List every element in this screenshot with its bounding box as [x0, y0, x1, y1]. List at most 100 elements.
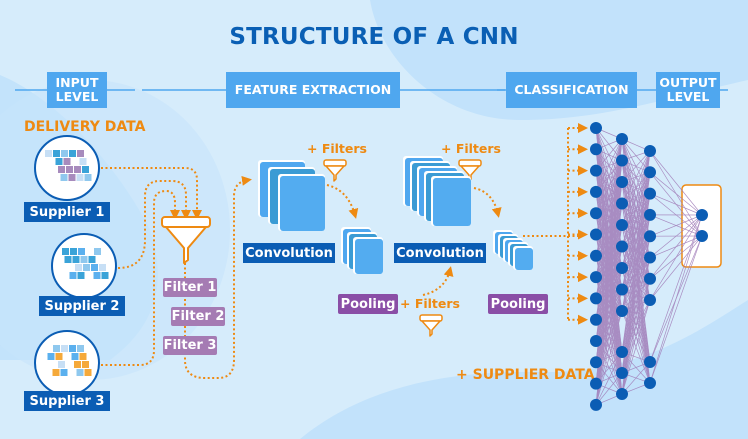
mosaic-cell	[45, 345, 52, 352]
conv1-stack	[258, 160, 325, 231]
mosaic-cell	[71, 158, 79, 165]
convolution-label-2: Convolution	[394, 243, 486, 263]
mosaic-cell	[77, 150, 84, 157]
mosaic-cell	[78, 248, 85, 255]
network-node	[644, 251, 656, 264]
network-node	[644, 145, 656, 157]
pooling-label-2: Pooling	[488, 294, 548, 314]
network-edges	[595, 127, 703, 406]
network-input-arrows	[567, 123, 588, 325]
feature-map-stacks	[258, 156, 533, 274]
network-edge	[649, 214, 703, 258]
network-edge	[595, 246, 623, 405]
mosaic-cell	[69, 272, 77, 279]
funnel-body	[421, 320, 441, 337]
network-edge	[595, 138, 623, 299]
header-feature-extraction: FEATURE EXTRACTION	[226, 72, 400, 108]
supplier-flow-lines	[101, 167, 582, 379]
mosaic-cell	[74, 166, 81, 173]
mosaic-cell	[72, 256, 80, 263]
network-node	[696, 209, 708, 221]
mosaic-cell	[55, 158, 63, 165]
mosaic-cell	[53, 345, 60, 352]
network-edge	[621, 150, 651, 353]
mosaic-cell	[52, 369, 60, 376]
mosaic-cell	[76, 369, 84, 376]
network-node	[644, 208, 656, 221]
network-edge	[649, 214, 703, 237]
pooling-label-1: Pooling	[338, 294, 398, 314]
feature-map	[280, 176, 325, 231]
network-edge	[595, 181, 623, 405]
supplier-label-2: Supplier 2	[39, 296, 125, 316]
flow-filters-to-conv	[184, 175, 252, 379]
mosaic-cell	[83, 264, 90, 271]
network-node	[590, 356, 602, 369]
network-edge	[621, 150, 651, 204]
filters-annotation-3: + Filters	[400, 296, 460, 311]
supplier-2	[51, 233, 117, 299]
flow-supplier-2	[117, 180, 191, 269]
mosaic-cell	[85, 272, 93, 279]
network-node	[590, 207, 602, 220]
mosaic-cell	[94, 248, 101, 255]
network-node	[590, 292, 602, 305]
mosaic-cell	[47, 158, 55, 165]
network-edge	[649, 214, 703, 301]
network-edge	[621, 150, 651, 183]
network-edge	[595, 224, 623, 405]
network-edge	[649, 214, 703, 384]
conv2-stack	[403, 156, 471, 226]
mosaic-cell	[84, 174, 92, 181]
network-edge	[595, 138, 623, 342]
mosaic-cell	[76, 174, 84, 181]
flow-conv2-to-pool2	[473, 187, 502, 218]
output-box	[681, 184, 722, 268]
mosaic-cell	[71, 353, 79, 360]
mosaic-cell	[66, 361, 73, 368]
mosaic-cell	[96, 256, 104, 263]
network-node	[616, 283, 628, 296]
supplier-label-3: Supplier 3	[24, 391, 110, 411]
mosaic-cell	[52, 174, 60, 181]
network-nodes	[590, 122, 708, 411]
mosaic-cell	[60, 174, 68, 181]
network-edge	[649, 214, 703, 363]
network-node	[590, 335, 602, 347]
network-node	[616, 388, 628, 400]
mosaic-cell	[75, 264, 82, 271]
funnel-body	[325, 165, 345, 182]
filter-tag-2: Filter 2	[171, 307, 225, 326]
network-edge	[621, 150, 651, 374]
flow-supplier-1	[101, 167, 202, 220]
network-edge	[649, 150, 703, 216]
network-edge	[621, 361, 651, 395]
delivery-data-label: DELIVERY DATA	[24, 119, 146, 135]
network-edge	[621, 150, 651, 312]
funnel-rim	[419, 314, 443, 322]
mosaic-cell	[79, 353, 87, 360]
network-node	[590, 164, 602, 177]
mosaic-cell	[47, 353, 55, 360]
network-edge	[621, 172, 651, 395]
network-node	[644, 166, 656, 179]
mosaic-cell	[67, 264, 74, 271]
network-edge	[595, 138, 623, 214]
bg-blob-bottom	[300, 300, 748, 439]
main-funnel-icon	[161, 216, 211, 264]
network-node	[590, 122, 602, 134]
mosaic-cell	[55, 353, 63, 360]
mosaic-cell	[86, 248, 93, 255]
page-title: STRUCTURE OF A CNN	[229, 24, 519, 50]
convolution-label-1: Convolution	[243, 243, 335, 263]
data-mosaic-icon	[62, 248, 109, 279]
network-node	[616, 346, 628, 358]
flow-pool1-to-conv2	[422, 266, 454, 296]
network-edge	[649, 235, 703, 301]
filter-funnel-icon-1	[323, 159, 347, 182]
flow-supplier-3	[101, 189, 180, 366]
mosaic-cell	[68, 174, 76, 181]
mosaic-cell	[63, 353, 71, 360]
